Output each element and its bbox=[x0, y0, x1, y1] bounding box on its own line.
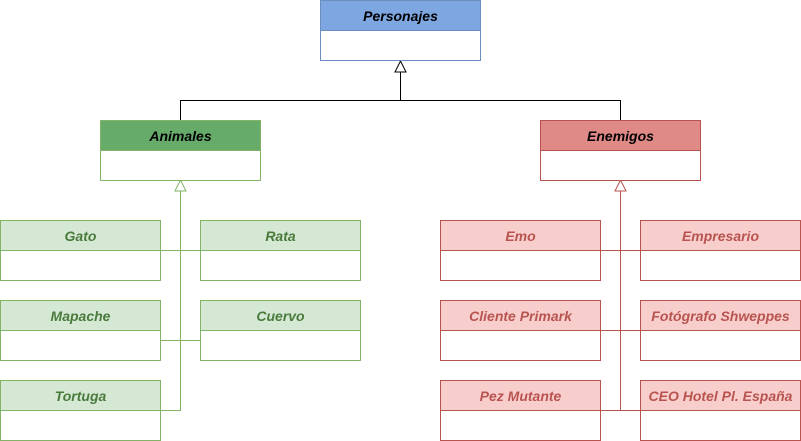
edge-animales-personajes bbox=[180, 72, 401, 120]
class-mapache-title: Mapache bbox=[1, 301, 160, 331]
class-emo[interactable]: Emo bbox=[440, 220, 601, 281]
class-animales-title: Animales bbox=[101, 121, 260, 151]
class-empresario[interactable]: Empresario bbox=[640, 220, 801, 281]
class-rata[interactable]: Rata bbox=[200, 220, 361, 281]
class-enemigos[interactable]: Enemigos bbox=[540, 120, 701, 181]
edge-enemigos-personajes bbox=[400, 100, 621, 120]
class-empresario-title: Empresario bbox=[641, 221, 800, 251]
class-animales[interactable]: Animales bbox=[100, 120, 261, 181]
class-pez-mutante-title: Pez Mutante bbox=[441, 381, 600, 411]
class-cuervo-title: Cuervo bbox=[201, 301, 360, 331]
class-cliente-primark[interactable]: Cliente Primark bbox=[440, 300, 601, 361]
class-ceo-hotel-title: CEO Hotel Pl. España bbox=[641, 381, 800, 411]
class-cliente-primark-title: Cliente Primark bbox=[441, 301, 600, 331]
edge-enemigos-trunk bbox=[600, 191, 621, 411]
class-tortuga-title: Tortuga bbox=[1, 381, 160, 411]
class-personajes[interactable]: Personajes bbox=[320, 0, 481, 61]
edge-animales-trunk bbox=[160, 191, 181, 411]
class-fotografo-shweppes-title: Fotógrafo Shweppes bbox=[641, 301, 800, 331]
class-fotografo-shweppes[interactable]: Fotógrafo Shweppes bbox=[640, 300, 801, 361]
arrow-personajes bbox=[394, 59, 407, 73]
arrow-animales bbox=[174, 178, 187, 192]
class-enemigos-title: Enemigos bbox=[541, 121, 700, 151]
arrow-enemigos bbox=[614, 178, 627, 192]
class-mapache[interactable]: Mapache bbox=[0, 300, 161, 361]
class-ceo-hotel[interactable]: CEO Hotel Pl. España bbox=[640, 380, 801, 441]
class-gato[interactable]: Gato bbox=[0, 220, 161, 281]
class-tortuga[interactable]: Tortuga bbox=[0, 380, 161, 441]
class-gato-title: Gato bbox=[1, 221, 160, 251]
class-rata-title: Rata bbox=[201, 221, 360, 251]
class-cuervo[interactable]: Cuervo bbox=[200, 300, 361, 361]
class-pez-mutante[interactable]: Pez Mutante bbox=[440, 380, 601, 441]
class-emo-title: Emo bbox=[441, 221, 600, 251]
class-personajes-title: Personajes bbox=[321, 1, 480, 31]
